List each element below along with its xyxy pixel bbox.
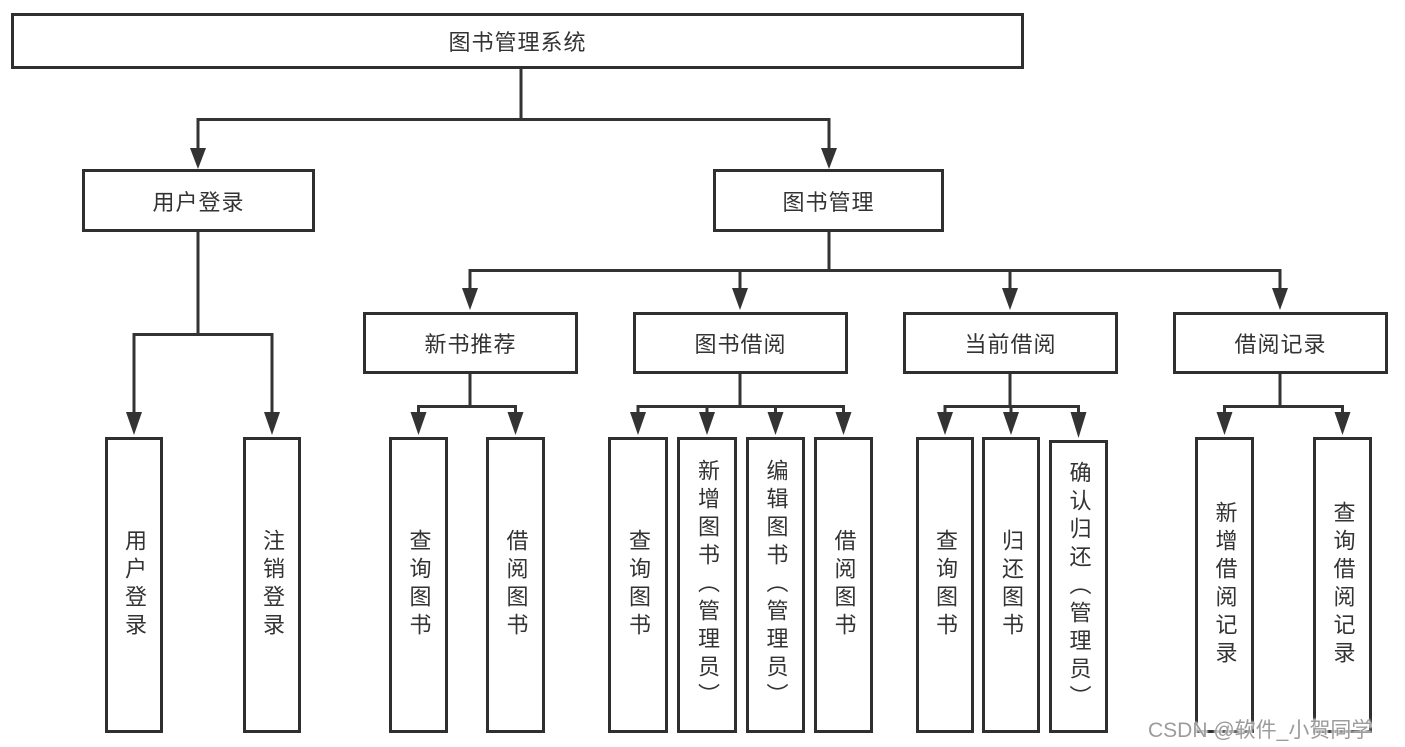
node-book-borrow-label: 图书借阅 [694, 332, 787, 357]
arrowhead [699, 412, 715, 435]
arrowhead [507, 412, 524, 435]
leaf-query-borrow-record-label: 查询借阅记录 [1330, 501, 1356, 669]
leaf-return-books-label: 归还图书 [999, 529, 1024, 641]
leaf-query-books-label: 查询图书 [626, 529, 651, 641]
arrowhead [1334, 412, 1351, 435]
leaf-borrow-books-label: 借阅图书 [503, 529, 529, 641]
arrowhead [630, 412, 646, 435]
node-new-book-recommend: 新书推荐 [363, 312, 578, 374]
leaf-query-borrow-record: 查询借阅记录 [1313, 437, 1372, 733]
node-user-login-label: 用户登录 [152, 189, 245, 215]
leaf-add-books-admin-label: 新增图书（管理员） [695, 459, 720, 711]
arrowhead [1272, 288, 1288, 310]
leaf-query-books-label: 查询图书 [406, 529, 432, 641]
node-current-borrow: 当前借阅 [903, 312, 1118, 374]
node-borrow-records-label: 借阅记录 [1234, 332, 1327, 357]
arrowhead [264, 412, 280, 435]
arrowhead [410, 412, 427, 435]
leaf-logout: 注销登录 [243, 437, 301, 733]
arrowhead [462, 288, 478, 310]
arrowhead [190, 148, 206, 169]
node-book-management: 图书管理 [713, 169, 944, 232]
arrowhead [1003, 412, 1019, 435]
leaf-query-books: 查询图书 [916, 437, 974, 733]
arrowhead [1070, 412, 1087, 438]
leaf-logout-label: 注销登录 [260, 529, 285, 641]
leaf-query-books: 查询图书 [389, 437, 448, 733]
arrowhead [767, 412, 784, 435]
leaf-query-books-label: 查询图书 [933, 529, 958, 641]
leaf-return-books: 归还图书 [982, 437, 1040, 733]
arrowhead [126, 412, 142, 435]
node-current-borrow-label: 当前借阅 [964, 332, 1057, 357]
leaf-add-borrow-record: 新增借阅记录 [1195, 437, 1254, 733]
leaf-add-borrow-record-label: 新增借阅记录 [1212, 501, 1238, 669]
arrowhead [1002, 288, 1018, 310]
arrowhead [821, 148, 837, 169]
node-borrow-records: 借阅记录 [1173, 312, 1388, 374]
leaf-add-books-admin: 新增图书（管理员） [677, 437, 737, 733]
leaf-borrow-books: 借阅图书 [814, 437, 873, 733]
node-new-book-recommend-label: 新书推荐 [424, 332, 517, 357]
node-root-label: 图书管理系统 [448, 30, 587, 55]
arrowhead [937, 412, 953, 435]
leaf-user-login: 用户登录 [105, 437, 163, 733]
watermark-text: CSDN @软件_小贺同学 [1148, 719, 1373, 742]
arrowhead [732, 288, 748, 310]
arrowhead [835, 412, 852, 435]
leaf-user-login-label: 用户登录 [122, 529, 147, 641]
node-user-login: 用户登录 [82, 169, 315, 232]
leaf-edit-books-admin-label: 编辑图书（管理员） [763, 459, 789, 711]
node-book-management-label: 图书管理 [782, 189, 875, 215]
leaf-confirm-return-admin-label: 确认归还（管理员） [1066, 460, 1092, 713]
leaf-confirm-return-admin: 确认归还（管理员） [1049, 440, 1108, 733]
node-book-borrow: 图书借阅 [633, 312, 848, 374]
leaf-borrow-books-label: 借阅图书 [831, 529, 857, 641]
leaf-query-books: 查询图书 [608, 437, 668, 733]
leaf-borrow-books: 借阅图书 [486, 437, 545, 733]
node-root: 图书管理系统 [11, 13, 1024, 69]
leaf-edit-books-admin: 编辑图书（管理员） [746, 437, 805, 733]
arrowhead [1216, 412, 1233, 435]
